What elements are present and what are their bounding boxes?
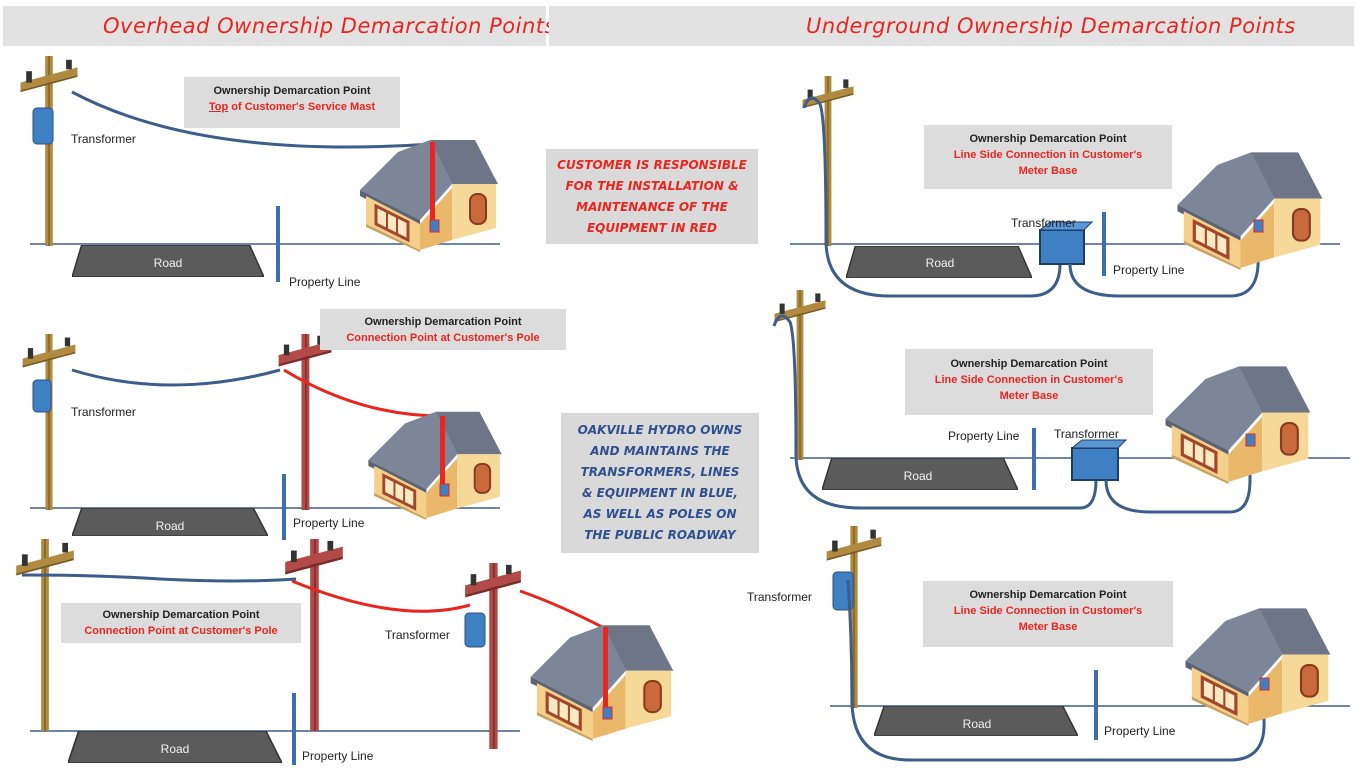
demarcation-subtitle-2: Meter Base <box>1018 165 1078 177</box>
service-line <box>21 573 297 583</box>
overhead-scene-1 <box>20 56 500 282</box>
underground-header: Underground Ownership Demarcation Points <box>806 14 1296 38</box>
property-line-marker <box>276 206 280 282</box>
demarcation-subtitle: Line Side Connection in Customer's <box>953 149 1143 161</box>
demarcation-subtitle-2: Meter Base <box>1018 621 1078 633</box>
property-line-label: Property Line <box>1113 263 1185 277</box>
underground-scene-2 <box>772 290 1350 514</box>
house <box>360 138 500 252</box>
overhead-header-bar <box>3 6 546 46</box>
utility-pole <box>826 526 882 708</box>
transformer-label: Transformer <box>71 132 136 146</box>
property-line-marker <box>1102 212 1106 276</box>
demarcation-title: Ownership Demarcation Point <box>950 358 1108 370</box>
property-line-label: Property Line <box>1104 724 1176 738</box>
service-mast <box>430 142 435 230</box>
road-label: Road <box>925 256 955 270</box>
transformer-icon <box>1071 447 1119 481</box>
utility-pole <box>20 56 78 246</box>
transformer-icon <box>1039 229 1085 265</box>
customer-pole-2 <box>465 563 521 749</box>
demarcation-box: Ownership Demarcation Point Line Side Co… <box>924 125 1172 189</box>
transformer-icon <box>32 379 52 413</box>
customer-line <box>1104 442 1252 514</box>
house <box>1164 364 1313 484</box>
road-label: Road <box>903 469 933 483</box>
underground-header-bar <box>549 6 1354 46</box>
underground-line <box>802 96 1062 298</box>
demarcation-subtitle: Connection Point at Customer's Pole <box>84 625 278 637</box>
customer-line <box>1068 230 1260 298</box>
transformer-label: Transformer <box>1011 216 1076 230</box>
transformer-label: Transformer <box>385 628 450 642</box>
overhead-scene-2 <box>22 334 504 540</box>
road-label: Road <box>153 256 183 270</box>
demarcation-subtitle: Connection Point at Customer's Pole <box>346 332 540 344</box>
service-mast <box>440 416 445 492</box>
road-label: Road <box>962 717 992 731</box>
demarcation-title: Ownership Demarcation Point <box>102 609 260 621</box>
meter-icon <box>1245 433 1256 447</box>
service-line <box>71 90 433 149</box>
road-label: Road <box>160 742 190 756</box>
underground-scene-1 <box>790 76 1340 298</box>
demarcation-subtitle: Top of Customer's Service Mast <box>184 99 400 115</box>
property-line-marker <box>1032 428 1036 490</box>
utility-pole <box>22 334 76 510</box>
demarcation-title: Ownership Demarcation Point <box>364 316 522 328</box>
demarcation-box: Ownership Demarcation Point Connection P… <box>61 603 301 643</box>
house <box>1184 606 1333 726</box>
customer-pole <box>278 334 332 510</box>
property-line-label: Property Line <box>293 516 365 530</box>
house <box>1176 150 1325 270</box>
demarcation-title: Ownership Demarcation Point <box>213 85 371 97</box>
demarcation-box: Ownership Demarcation Point Connection P… <box>320 309 566 350</box>
customer-responsibility-note: CUSTOMER IS RESPONSIBLE FOR THE INSTALLA… <box>546 149 758 244</box>
meter-icon <box>429 219 440 233</box>
meter-icon <box>1253 219 1264 233</box>
demarcation-title: Ownership Demarcation Point <box>969 589 1127 601</box>
property-line-marker <box>282 474 286 540</box>
demarcation-box: Ownership Demarcation Point Line Side Co… <box>923 581 1173 647</box>
demarcation-subtitle: Line Side Connection in Customer's <box>953 605 1143 617</box>
property-line-marker <box>1094 670 1098 740</box>
demarcation-subtitle: Line Side Connection in Customer's <box>934 374 1124 386</box>
service-mast <box>603 627 608 715</box>
customer-line <box>291 579 471 613</box>
underground-line <box>846 579 1266 762</box>
property-line-label: Property Line <box>948 429 1020 443</box>
demarcation-box: Ownership Demarcation Point Line Side Co… <box>905 349 1153 415</box>
transformer-label: Transformer <box>747 590 812 604</box>
meter-icon <box>602 706 613 720</box>
underground-line <box>772 314 1098 510</box>
demarcation-title: Ownership Demarcation Point <box>969 133 1127 145</box>
meter-icon <box>1259 677 1270 691</box>
property-line-label: Property Line <box>289 275 361 289</box>
customer-line-2 <box>519 589 607 631</box>
transformer-icon <box>32 107 54 145</box>
transformer-label: Transformer <box>1054 427 1119 441</box>
transformer-icon <box>464 612 486 648</box>
demarcation-subtitle-rest: of Customer's Service Mast <box>228 101 376 113</box>
overhead-header: Overhead Ownership Demarcation Points <box>103 14 556 38</box>
property-line-marker <box>292 693 296 765</box>
demarcation-box: Ownership Demarcation Point Top of Custo… <box>184 77 400 128</box>
demarcation-subtitle-2: Meter Base <box>999 390 1059 402</box>
meter-icon <box>439 483 450 497</box>
house <box>530 623 675 741</box>
underground-scene-3 <box>826 526 1350 762</box>
house <box>368 410 504 520</box>
overhead-scene-3 <box>16 539 675 765</box>
service-line <box>71 368 281 387</box>
utility-responsibility-note: OAKVILLE HYDRO OWNS AND MAINTAINS THE TR… <box>561 413 759 553</box>
road-label: Road <box>155 519 185 533</box>
property-line-label: Property Line <box>302 749 374 763</box>
demarcation-subtitle-prefix: Top <box>208 101 229 113</box>
transformer-label: Transformer <box>71 405 136 419</box>
customer-line <box>283 368 443 418</box>
utility-pole <box>802 76 854 246</box>
